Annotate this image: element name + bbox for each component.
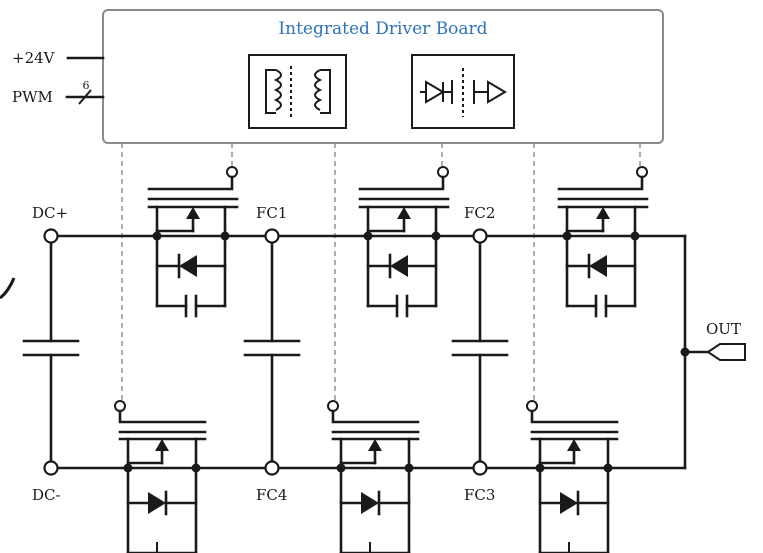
mosfet-top-3 [557,165,649,318]
label-fc4: FC4 [256,486,287,504]
label-out: OUT [706,320,741,338]
transformer-icon [248,54,347,129]
out-connector-icon [706,343,746,361]
terminal-fc4 [264,460,280,476]
terminal-dc-minus [43,460,59,476]
label-fc2: FC2 [464,204,495,222]
capacitor-dc-link [22,234,80,470]
driver-board-frame [102,9,664,144]
driver-board-title: Integrated Driver Board [278,19,487,39]
capacitor-flying-2 [451,234,509,470]
edge-mark [0,277,16,300]
pwm-bus-width: 6 [83,79,90,92]
capacitor-flying-1 [243,234,301,470]
mosfet-bottom-2 [326,399,420,553]
driver-board: Integrated Driver Board +24V PWM [12,9,664,144]
terminal-fc2 [472,228,488,244]
mosfet-bottom-1 [113,399,207,553]
pwm-label: PWM [12,88,53,106]
mosfet-bottom-3 [525,399,619,553]
terminal-fc1 [264,228,280,244]
terminal-fc3 [472,460,488,476]
label-dc-minus: DC- [32,486,61,504]
gate-drive-lines [121,143,641,403]
junction-out [680,347,690,357]
label-dc-plus: DC+ [32,204,68,222]
isolator-icon [411,54,515,129]
terminals [43,228,746,476]
mosfet-top-2 [358,165,450,318]
label-fc3: FC3 [464,486,495,504]
label-fc1: FC1 [256,204,287,222]
bus-slash [78,89,92,105]
terminal-dc-plus [43,228,59,244]
supply-label: +24V [12,49,56,67]
mosfet-top-1 [147,165,239,318]
